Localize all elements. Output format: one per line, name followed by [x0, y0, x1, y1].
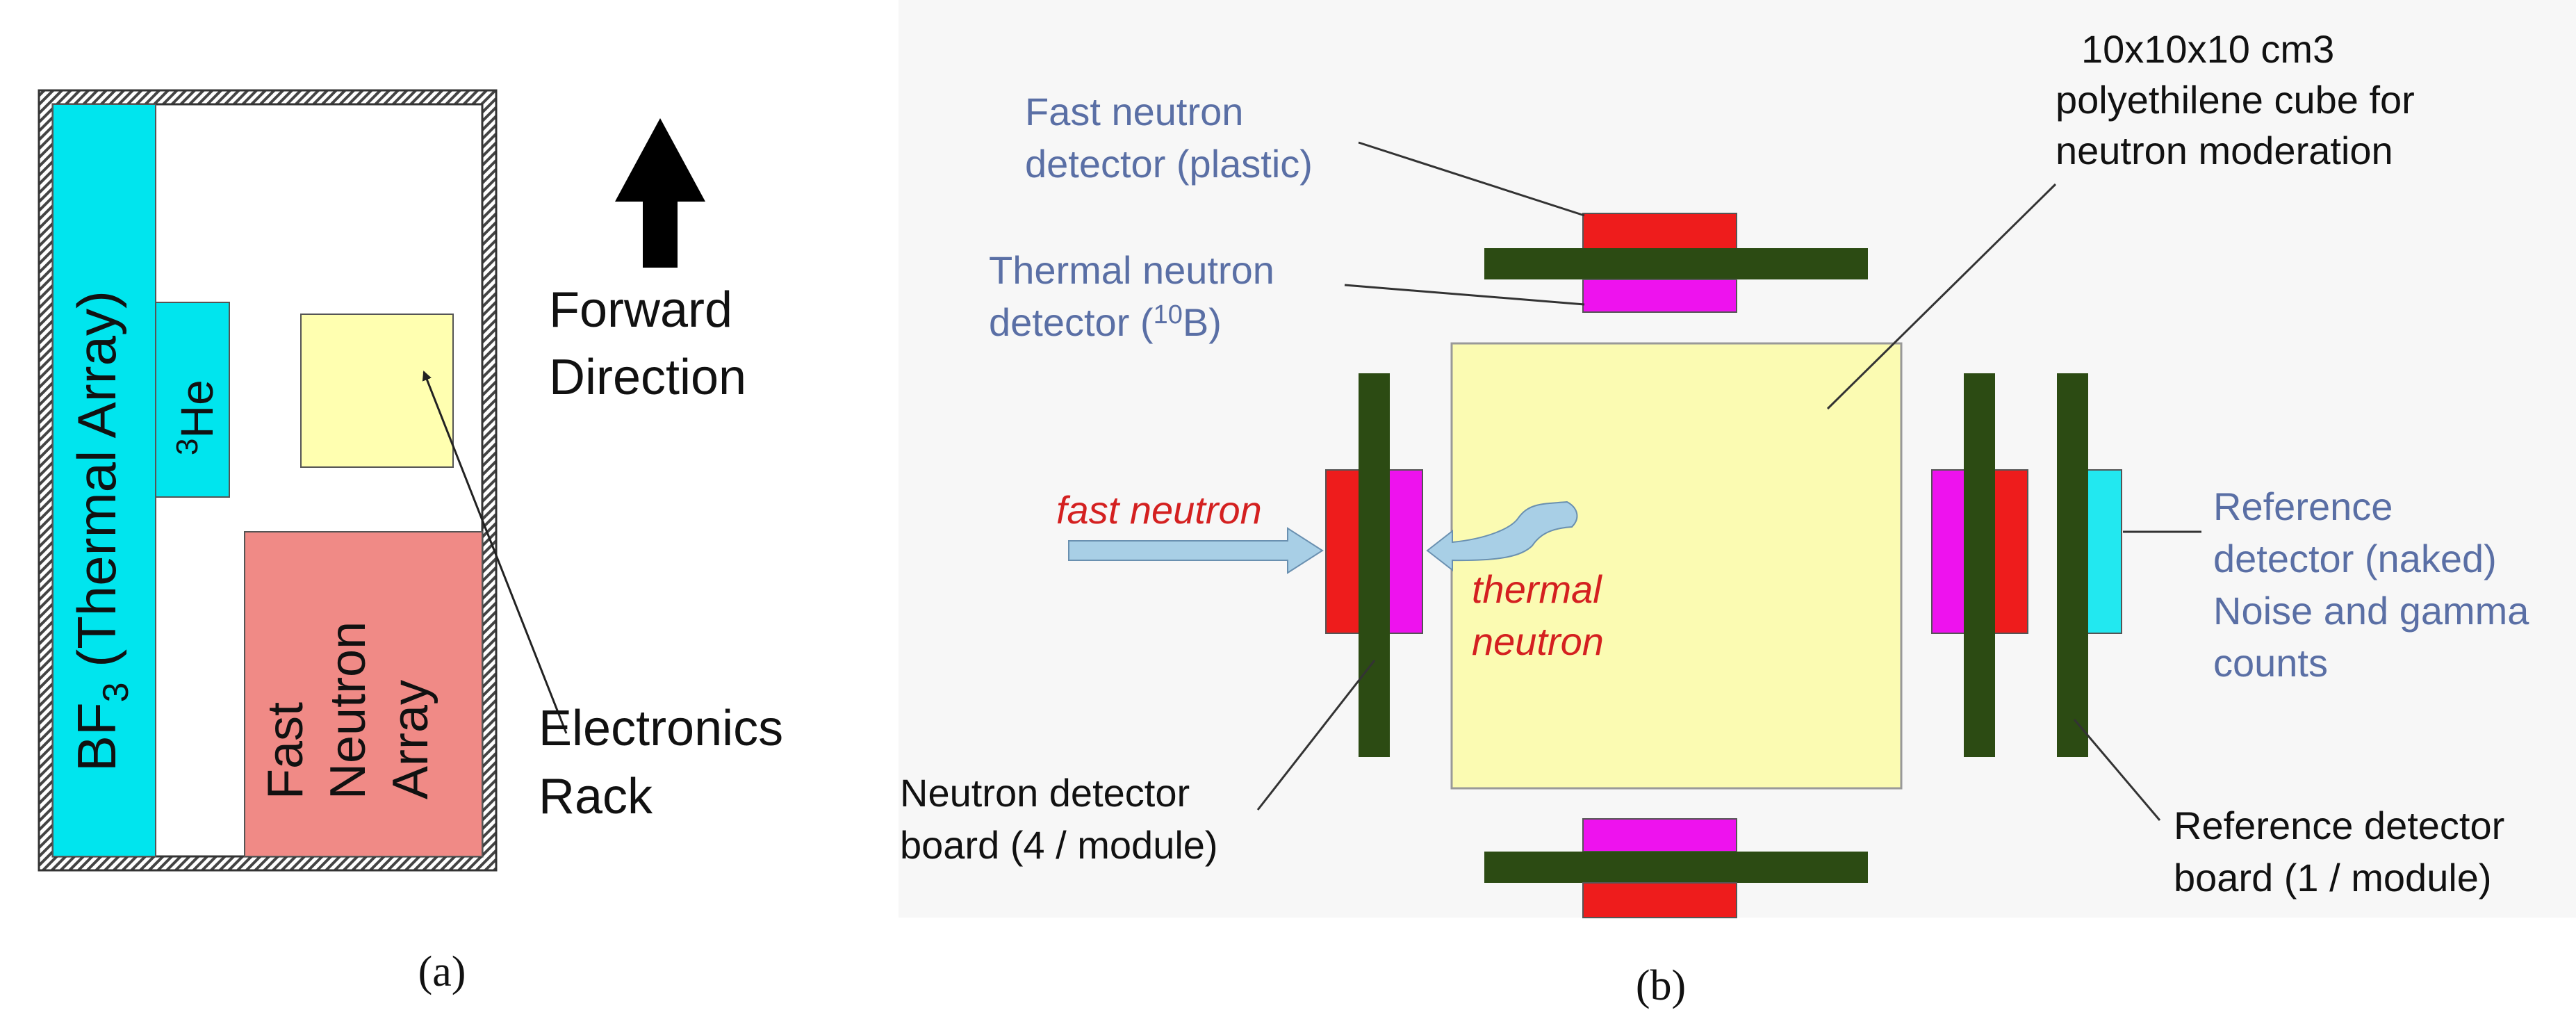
bottom-board	[1484, 852, 1868, 883]
cube-label-line1: 10x10x10 cm3	[2081, 27, 2334, 71]
bottom-fast-detector	[1582, 882, 1737, 918]
fast-detector-label-line1: Fast neutron	[1025, 90, 1243, 133]
thermal-neutron-label-line2: neutron	[1472, 619, 1604, 663]
caption-a: (a)	[418, 948, 466, 995]
cube-leader	[1826, 183, 2057, 410]
top-board	[1484, 248, 1868, 279]
fast-neutron-array	[244, 531, 483, 857]
reference-detector-label-line4: counts	[2213, 641, 2328, 685]
right-thermal-detector	[1931, 469, 1967, 634]
electronics-rack	[300, 314, 454, 468]
electronics-rack-line1: Electronics	[539, 701, 783, 756]
left-board	[1359, 373, 1390, 757]
reference-detector-label-line3: Noise and gamma	[2213, 589, 2529, 633]
cube-label-line2: polyethilene cube for	[2056, 78, 2415, 122]
reference-board-leader	[2073, 719, 2161, 821]
fast-neutron-array-line3: Array	[383, 680, 438, 799]
fast-neutron-label: fast neutron	[1056, 488, 1262, 532]
electronics-rack-pointer	[422, 371, 568, 734]
thermal-detector-label-line1: Thermal neutron	[989, 248, 1274, 292]
reference-board-label-line2: board (1 / module)	[2174, 856, 2492, 900]
thermal-neutron-label-line1: thermal	[1472, 567, 1602, 611]
thermal-detector-leader	[1344, 284, 1585, 306]
polyethylene-cube	[1450, 342, 1903, 790]
right-fast-detector	[1992, 469, 2028, 634]
forward-direction-line1: Forward	[549, 282, 732, 338]
fast-neutron-arrow-icon	[1068, 527, 1324, 574]
neutron-board-label-line1: Neutron detector	[900, 771, 1190, 815]
neutron-board-label-line2: board (4 / module)	[900, 823, 1218, 867]
fast-detector-leader	[1358, 141, 1585, 217]
he3-label: 3He	[170, 380, 222, 455]
fast-neutron-array-line2: Neutron	[320, 621, 376, 799]
neutron-board-leader	[1256, 660, 1376, 811]
right-board	[1964, 373, 1995, 757]
thermal-detector-label-line2: detector (10B)	[989, 300, 1222, 344]
caption-b: (b)	[1636, 962, 1686, 1009]
panel-a: BF3 (Thermal Array) 3He Fast Neutron Arr…	[38, 89, 783, 995]
forward-direction-line2: Direction	[549, 350, 746, 405]
he3-detector	[155, 302, 230, 498]
left-fast-detector	[1325, 469, 1361, 634]
bf3-thermal-array	[52, 104, 156, 857]
reference-detector	[2086, 469, 2122, 634]
forward-arrow-icon	[615, 118, 705, 268]
panel-b: Fast neutron detector (plastic) Thermal …	[899, 0, 2576, 1009]
reference-board-label-line1: Reference detector	[2174, 804, 2504, 847]
left-thermal-detector	[1387, 469, 1423, 634]
cube-label-line3: neutron moderation	[2056, 129, 2393, 172]
reference-detector-label-line1: Reference	[2213, 485, 2393, 528]
top-thermal-detector	[1582, 279, 1737, 313]
top-fast-detector	[1582, 213, 1737, 250]
bottom-thermal-detector	[1582, 818, 1737, 852]
electronics-rack-line2: Rack	[539, 769, 653, 824]
reference-detector-label-line2: detector (naked)	[2213, 537, 2497, 580]
fast-neutron-array-line1: Fast	[258, 702, 313, 799]
reference-board	[2057, 373, 2088, 757]
bf3-label: BF3 (Thermal Array)	[66, 291, 136, 772]
thermal-neutron-arrow-icon	[1426, 501, 1578, 572]
fast-detector-label-line2: detector (plastic)	[1025, 142, 1313, 186]
